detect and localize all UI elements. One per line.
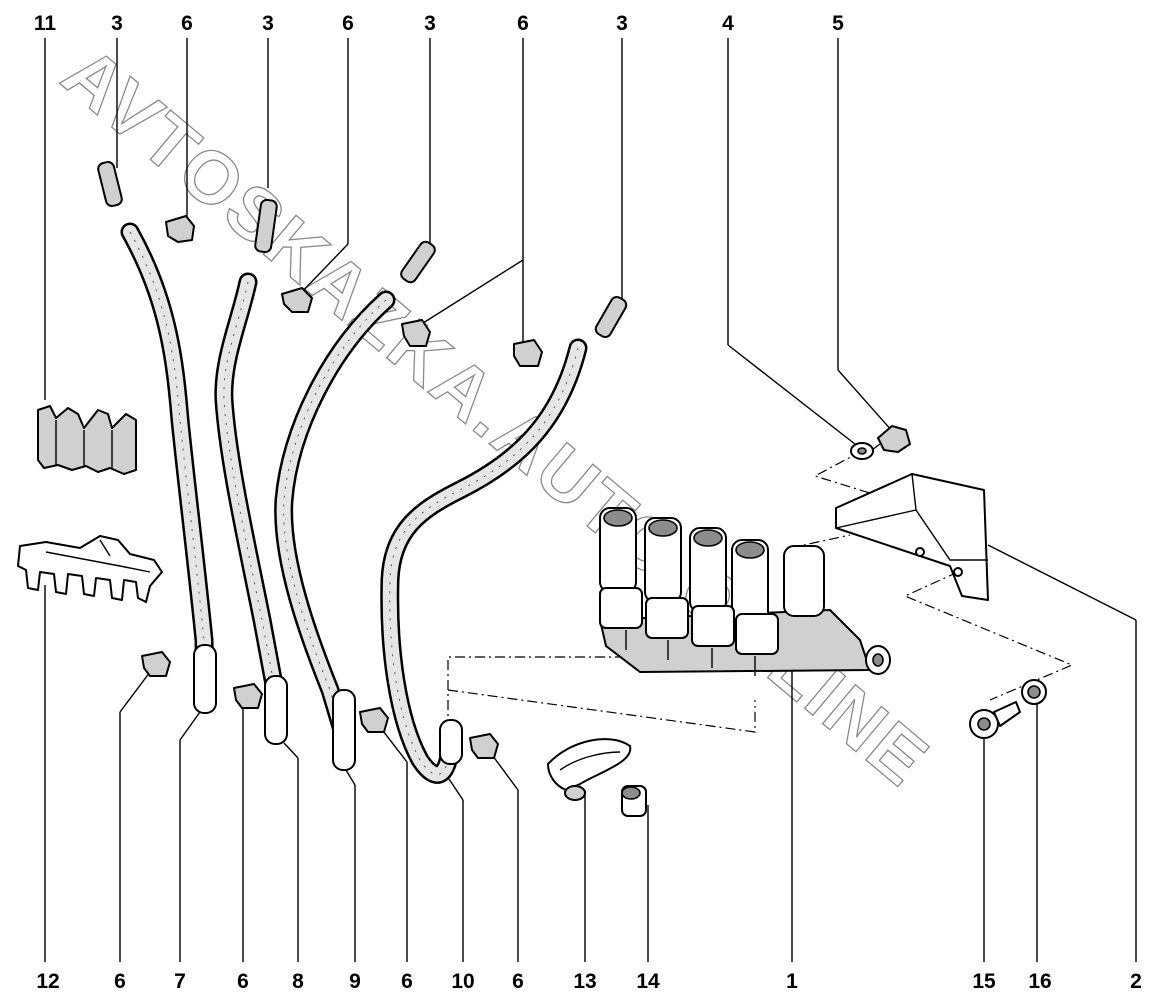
callout-7: 7 <box>174 970 186 993</box>
callout-14: 14 <box>636 970 660 993</box>
callout-3: 3 <box>616 12 628 35</box>
hose-9 <box>274 290 396 771</box>
callout-13: 13 <box>573 970 596 993</box>
callout-3: 3 <box>424 12 436 35</box>
callout-2: 2 <box>1130 970 1142 993</box>
hose-10 <box>380 338 588 784</box>
callout-6: 6 <box>237 970 249 993</box>
callout-3: 3 <box>111 12 123 35</box>
washer-16 <box>1021 679 1047 705</box>
hose-7 <box>120 222 217 714</box>
callout-8: 8 <box>292 970 304 993</box>
callout-15: 15 <box>972 970 996 993</box>
clamp-6-b <box>281 287 313 313</box>
strap-13 <box>547 738 632 801</box>
leader-lines <box>44 38 1137 962</box>
callout-1: 1 <box>786 970 798 993</box>
clamp-6-e <box>141 651 171 677</box>
callout-11: 11 <box>34 12 57 35</box>
callout-6: 6 <box>517 12 529 35</box>
callout-9: 9 <box>349 970 361 993</box>
fitting-3-a <box>97 160 123 208</box>
callout-16: 16 <box>1028 970 1051 993</box>
mounting-bracket-2 <box>835 473 989 601</box>
clamp-6-c <box>401 319 431 347</box>
hose-bracket-11 <box>37 405 137 475</box>
callout-4: 4 <box>722 12 734 35</box>
bushing-14 <box>621 785 647 817</box>
fitting-3-d <box>594 296 628 338</box>
callout-6: 6 <box>401 970 413 993</box>
bolt-5 <box>871 425 911 453</box>
callout-6: 6 <box>512 970 524 993</box>
clamp-6-a <box>165 215 195 243</box>
callout-5: 5 <box>832 12 844 35</box>
clamp-6-f <box>233 683 263 709</box>
hose-8 <box>214 272 288 745</box>
clamp-6-d <box>513 339 543 367</box>
callouts-bottom: 12 6 7 6 8 9 6 10 6 13 14 1 15 16 2 <box>36 970 1142 993</box>
callout-6: 6 <box>181 12 193 35</box>
fitting-3-b <box>254 198 278 254</box>
fitting-3-c <box>400 240 436 284</box>
injector-rail-1 <box>599 507 891 676</box>
hose-bracket-12 <box>17 535 163 603</box>
callouts-top: 11 3 6 3 6 3 6 3 4 5 <box>34 12 844 35</box>
callout-3: 3 <box>262 12 274 35</box>
bolt-15 <box>969 701 1021 739</box>
clamp-6-h <box>469 733 499 759</box>
callout-6: 6 <box>114 970 126 993</box>
callout-10: 10 <box>451 970 474 993</box>
washer-4 <box>850 442 874 460</box>
clamp-6-g <box>359 707 389 733</box>
callout-6: 6 <box>342 12 354 35</box>
callout-12: 12 <box>36 970 59 993</box>
